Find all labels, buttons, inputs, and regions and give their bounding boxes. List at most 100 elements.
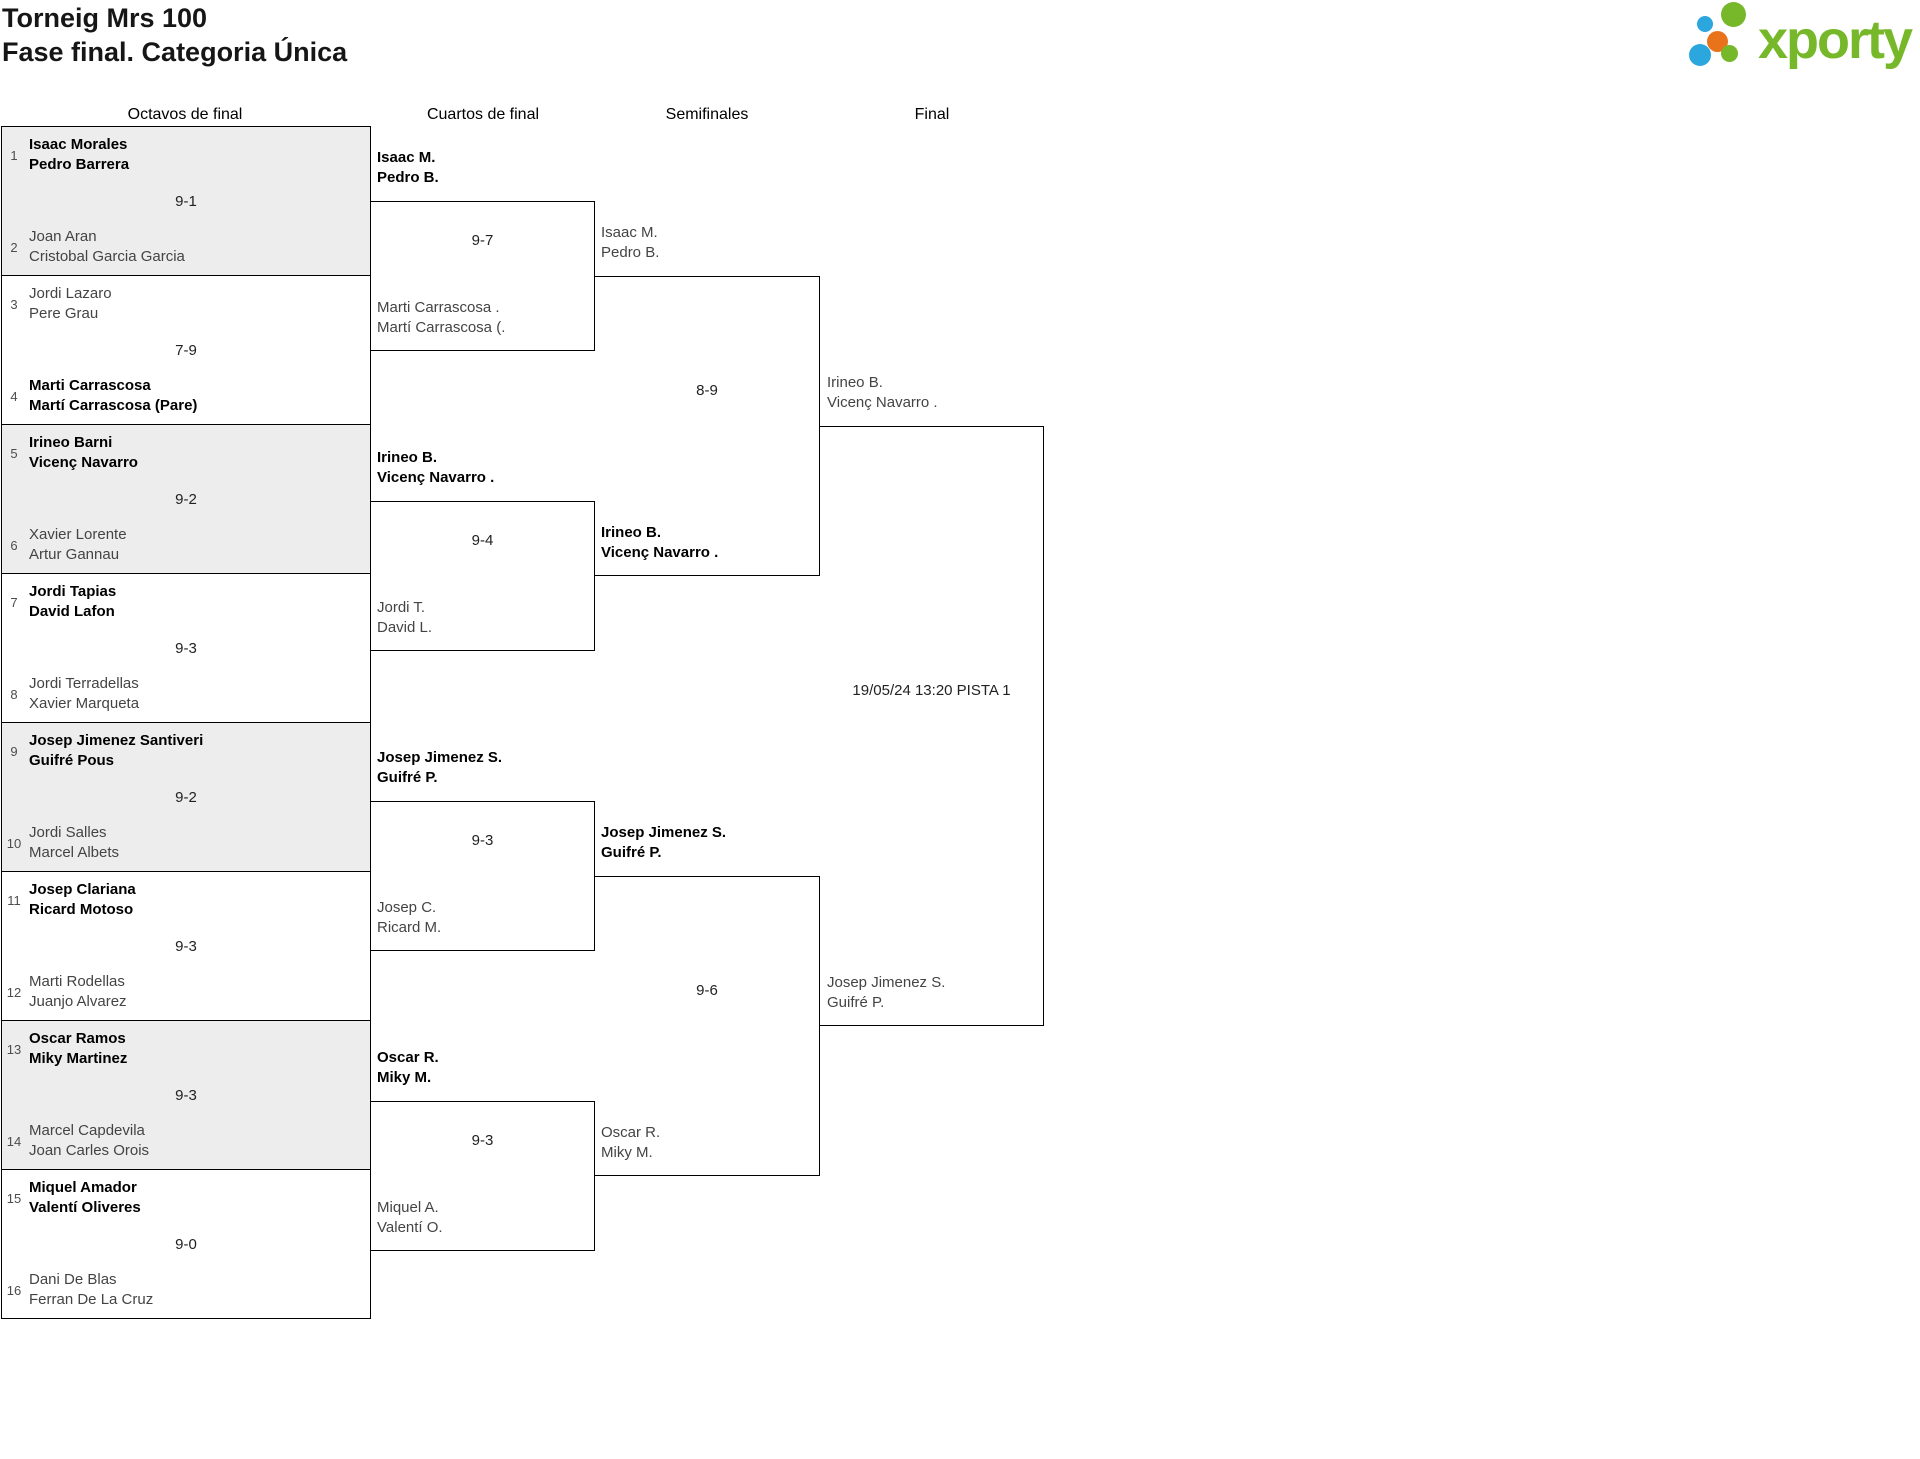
match-semifinal-2-bottom-team: Oscar R. Miky M. <box>601 1123 660 1163</box>
player-name: Ricard M. <box>377 919 442 936</box>
player-name: Valentí Oliveres <box>29 1199 141 1216</box>
match-score: 7-9 <box>175 341 197 359</box>
player-name: Marti Carrascosa <box>29 377 151 394</box>
player-name: Artur Gannau <box>29 546 120 563</box>
player-name: Marcel Albets <box>29 844 120 861</box>
player-name: Oscar R. <box>601 1124 661 1141</box>
match-score: 9-7 <box>471 232 494 249</box>
player-name: Miky M. <box>377 1069 432 1086</box>
player-name: Joan Carles Orois <box>29 1142 150 1159</box>
match-score: 9-2 <box>175 788 197 806</box>
player-name: David Lafon <box>29 603 115 620</box>
match-cuartos-2-bottom-team: Jordi T.David L. <box>377 598 432 638</box>
player-name: Guifré P. <box>827 994 885 1011</box>
player-name: Xavier Lorente <box>29 526 127 543</box>
match-score: 9-0 <box>175 1235 197 1253</box>
player-name: Guifré P. <box>601 844 662 861</box>
round-header-cuartos: Cuartos de final <box>426 106 540 123</box>
seed-number: 13 <box>6 1041 22 1057</box>
player-name: Jordi Terradellas <box>29 675 139 692</box>
player-name: Ferran De La Cruz <box>29 1291 154 1308</box>
player-name: Irineo Barni <box>29 434 113 451</box>
player-name: Josep Jimenez Santiveri <box>29 732 204 749</box>
seed-number: 8 <box>10 686 18 702</box>
match-cuartos-1-top-team: Isaac M. Pedro B. <box>377 148 439 188</box>
player-name: Vicenç Navarro . <box>377 469 495 486</box>
logo-dot-blue-large-icon <box>1689 44 1711 66</box>
match-final-1-top-team: Irineo B.Vicenç Navarro . <box>827 373 938 413</box>
player-name: Miky M. <box>601 1144 653 1161</box>
xporty-logo-text: xporty <box>1758 10 1913 70</box>
player-name: Oscar Ramos <box>29 1030 126 1047</box>
match-score: 9-3 <box>471 832 494 849</box>
seed-number: 7 <box>10 594 18 610</box>
player-name: Isaac M. <box>377 149 436 166</box>
seed-number: 4 <box>10 388 18 404</box>
player-name: Jordi Lazaro <box>29 285 112 302</box>
player-name: Josep Clariana <box>29 881 136 898</box>
player-name: Pedro B. <box>377 169 439 186</box>
seed-number: 6 <box>10 537 18 553</box>
player-name: Jordi Tapias <box>29 583 117 600</box>
seed-number: 10 <box>6 835 22 851</box>
match-semifinal-1-bottom-team: Irineo B.Vicenç Navarro . <box>601 523 718 563</box>
player-name: Isaac M. <box>601 224 658 241</box>
player-name: Oscar R. <box>377 1049 439 1066</box>
match-cuartos-3-top-team: Josep Jimenez S. Guifré P. <box>377 748 502 788</box>
match-score: 9-3 <box>471 1132 494 1149</box>
player-name: Marti Carrascosa . <box>377 299 500 316</box>
seed-number: 15 <box>6 1190 22 1206</box>
player-name: Martí Carrascosa (. <box>377 319 506 336</box>
match-score: 9-3 <box>175 937 197 955</box>
player-name: Guifré P. <box>377 769 438 786</box>
logo-dot-green-small-icon <box>1721 45 1738 62</box>
player-name: Valentí O. <box>377 1219 443 1236</box>
match-cuartos-4-top-team: Oscar R. Miky M. <box>377 1048 439 1088</box>
player-name: Marti Rodellas <box>29 973 125 990</box>
player-name: Vicenç Navarro . <box>601 544 719 561</box>
player-name: Josep Jimenez S. <box>827 974 946 991</box>
player-name: Joan Aran <box>29 228 97 245</box>
player-name: Cristobal Garcia Garcia <box>29 248 185 265</box>
player-name: David L. <box>377 619 433 636</box>
page-subtitle: Fase final. Categoria Única <box>2 37 348 67</box>
logo-dot-green-large-icon <box>1721 2 1746 27</box>
xporty-logo: xporty <box>1688 0 1920 82</box>
seed-number: 11 <box>7 892 21 908</box>
match-score: 8-9 <box>696 382 718 399</box>
player-name: Jordi Salles <box>29 824 107 841</box>
round-header-octavos: Octavos de final <box>127 106 243 123</box>
player-name: Pere Grau <box>29 305 99 322</box>
match-cuartos-1-bottom-team: Marti Carrascosa . Martí Carrascosa (. <box>377 298 505 338</box>
player-name: Josep Jimenez S. <box>377 749 503 766</box>
page-title: Torneig Mrs 100 <box>2 3 208 33</box>
player-name: Irineo B. <box>827 374 883 391</box>
